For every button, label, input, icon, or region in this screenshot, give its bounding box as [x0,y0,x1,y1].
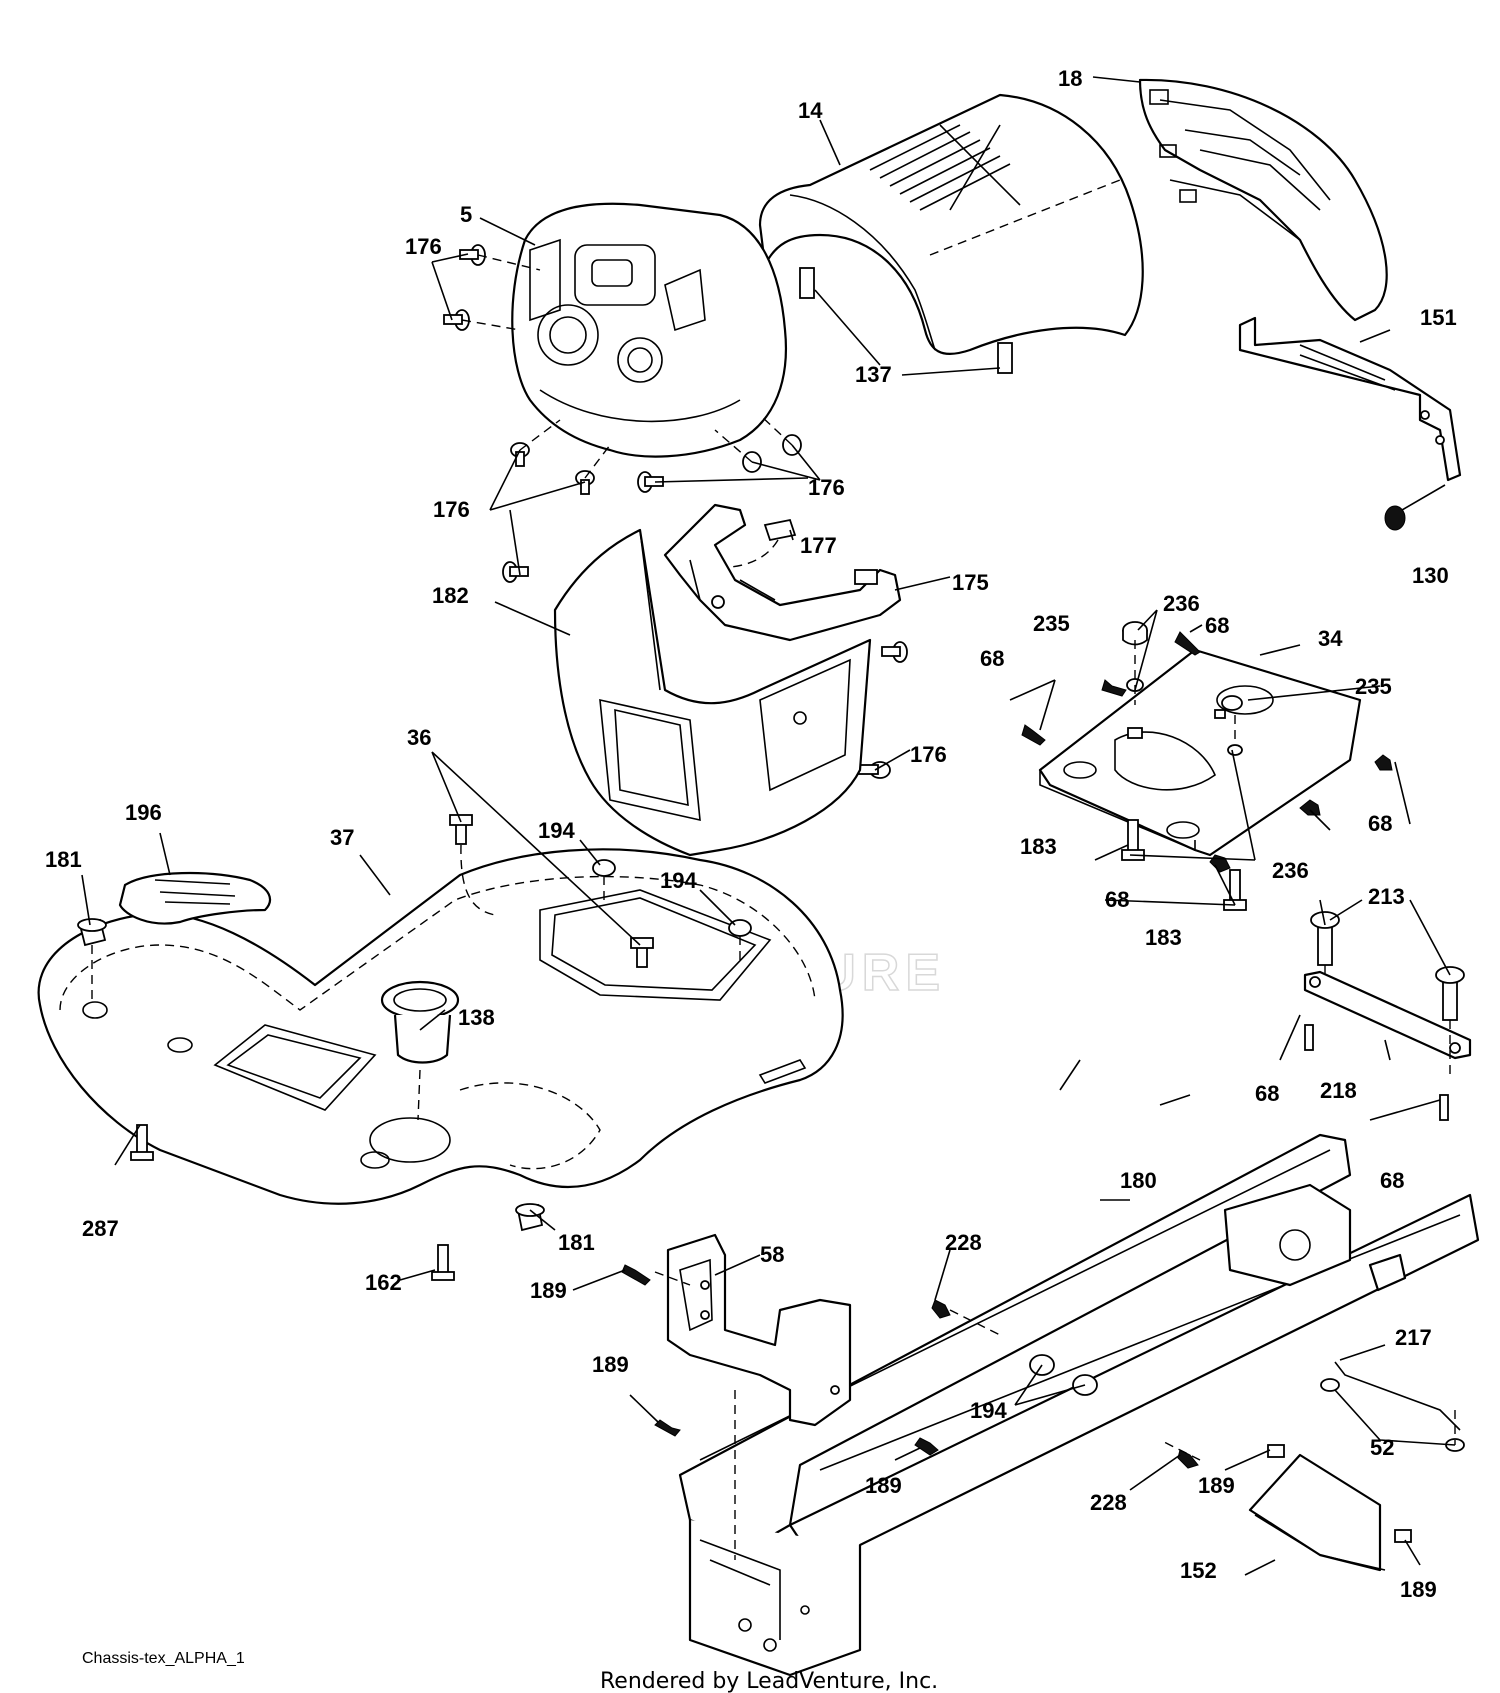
callout-213: 213 [1368,884,1405,909]
callout-68: 68 [1205,613,1229,638]
drawing-reference: Chassis-tex_ALPHA_1 [82,1650,245,1667]
callout-287: 287 [82,1216,119,1241]
callout-194: 194 [538,818,575,843]
callouts: 18 14 5 176 151 137 176 176 177 130 175 … [45,66,1457,1602]
callout-68: 68 [1255,1081,1279,1106]
callout-68: 68 [980,646,1004,671]
part-217-rod [1320,1361,1465,1452]
callout-228: 228 [945,1230,982,1255]
callout-68: 68 [1380,1168,1404,1193]
callout-176: 176 [405,234,442,259]
callout-14: 14 [798,98,823,123]
callout-138: 138 [458,1005,495,1030]
part-58-bracket [666,1233,852,1560]
callout-196: 196 [125,800,162,825]
callout-68: 68 [1368,811,1392,836]
callout-194: 194 [970,1398,1007,1423]
part-137-clips [799,267,1013,374]
part-151-bracket [1238,316,1462,482]
callout-176: 176 [910,742,947,767]
callout-189: 189 [865,1473,902,1498]
callout-180: 180 [1120,1168,1157,1193]
callout-68: 68 [1105,887,1129,912]
callout-130: 130 [1412,563,1449,588]
callout-189: 189 [530,1278,567,1303]
callout-177: 177 [800,533,837,558]
callout-218: 218 [1320,1078,1357,1103]
part-130-screw [1384,484,1446,531]
part-152-shield [1248,1444,1412,1572]
leader-lines [81,76,1456,1576]
callout-189: 189 [1198,1473,1235,1498]
callout-183: 183 [1020,834,1057,859]
callout-235: 235 [1033,611,1070,636]
callout-34: 34 [1318,626,1343,651]
callout-181: 181 [45,847,82,872]
part-5-dash-panel [511,202,787,458]
part-182-console [553,528,872,857]
callout-183: 183 [1145,925,1182,950]
callout-36: 36 [407,725,431,750]
callout-137: 137 [855,362,892,387]
callout-228: 228 [1090,1490,1127,1515]
callout-37: 37 [330,825,354,850]
callout-182: 182 [432,583,469,608]
part-180-frame [678,1133,1480,1677]
callout-217: 217 [1395,1325,1432,1350]
hood-vent [869,124,1021,211]
callout-175: 175 [952,570,989,595]
callout-176: 176 [433,497,470,522]
part-34-plate [1038,648,1362,857]
callout-18: 18 [1058,66,1082,91]
callout-52: 52 [1370,1435,1394,1460]
part-175-bracket [663,503,902,642]
callout-151: 151 [1420,305,1457,330]
callout-235: 235 [1355,674,1392,699]
callout-194: 194 [660,868,697,893]
callout-181: 181 [558,1230,595,1255]
callout-58: 58 [760,1242,784,1267]
part-196-pad [118,871,272,925]
part-18-grille [1138,78,1388,322]
part-138-boot [380,980,460,1121]
render-credit: Rendered by LeadVenture, Inc. [600,1669,938,1693]
callout-236: 236 [1163,591,1200,616]
callout-189: 189 [592,1352,629,1377]
callout-5: 5 [460,202,472,227]
callout-176: 176 [808,475,845,500]
part-14-hood [758,93,1144,355]
callout-236: 236 [1272,858,1309,883]
callout-189: 189 [1400,1577,1437,1602]
callout-152: 152 [1180,1558,1217,1583]
part-235-236-grommets [1122,621,1243,756]
callout-162: 162 [365,1270,402,1295]
part-218-bar [1303,911,1472,1121]
